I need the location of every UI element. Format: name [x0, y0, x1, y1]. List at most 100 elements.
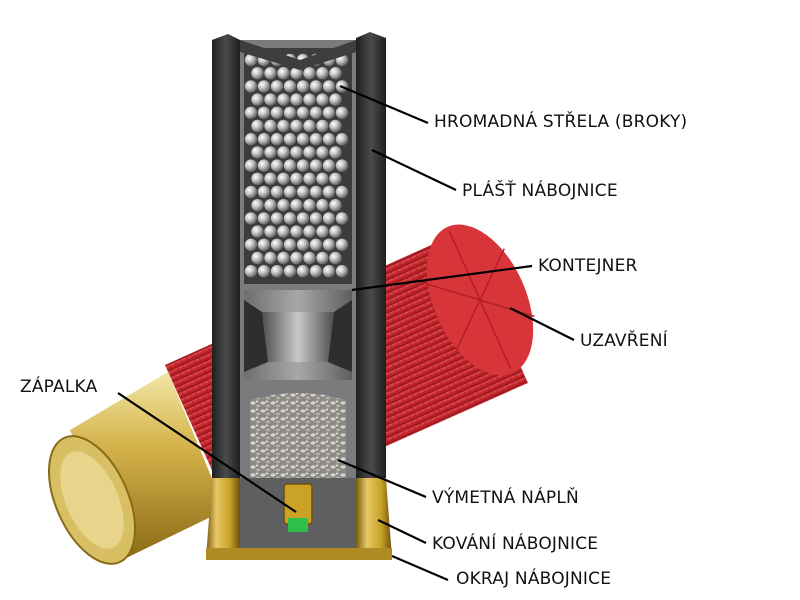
shot-pellet: [309, 238, 323, 251]
powder-charge: [250, 393, 346, 478]
leader-primer: [117, 392, 297, 513]
top-crimp: [240, 40, 356, 70]
shot-pellet: [329, 146, 342, 159]
shot-pellet: [303, 93, 316, 106]
brass-base: [60, 451, 124, 549]
label-crimp: UZAVŘENÍ: [580, 331, 668, 351]
shot-pellet: [303, 119, 316, 133]
label-head: KOVÁNÍ NÁBOJNICE: [432, 534, 599, 554]
shot-pellet: [303, 251, 316, 265]
shot-pellet: [335, 106, 349, 120]
shot-pellet: [296, 133, 310, 146]
shot-pellet: [309, 133, 323, 146]
shot-pellet: [264, 119, 277, 133]
shot-pellet: [296, 238, 310, 251]
shot-pellet: [257, 185, 271, 199]
shot-pellet: [270, 185, 284, 199]
shot-pellet: [290, 251, 303, 265]
shot-pellet: [283, 265, 297, 278]
shot-pellet: [283, 133, 297, 146]
wad-petal: [244, 300, 268, 372]
shot-pellet: [290, 172, 303, 185]
shot-pellet: [316, 251, 329, 265]
shot-pellet: [270, 106, 284, 120]
shot-pellet: [283, 159, 297, 172]
shot-pellet: [329, 225, 342, 238]
shot-pellet: [283, 185, 297, 199]
leader-head: [377, 519, 427, 544]
shot-pellet: [251, 93, 264, 106]
shot-pellet: [309, 212, 323, 225]
shot-pellet: [257, 159, 271, 172]
shot-pellet: [251, 251, 264, 265]
leader-shot: [339, 84, 429, 125]
shot-pellet: [329, 172, 342, 185]
shot-pellet: [290, 67, 303, 80]
shot-pellet: [303, 199, 316, 212]
shot-pellet: [270, 238, 284, 251]
shot-pellet: [290, 119, 303, 133]
shot-pellet: [309, 159, 323, 172]
shot-pellet: [251, 172, 264, 185]
shot-pellet: [264, 251, 277, 265]
head-left: [206, 478, 240, 558]
shot-pellet: [270, 133, 284, 146]
shot-pellet: [244, 80, 258, 93]
shot-pellet: [277, 251, 290, 265]
shot-pellet: [264, 225, 277, 238]
wad-petal: [328, 300, 352, 372]
shot-pellet: [290, 199, 303, 212]
shot-pellet: [270, 159, 284, 172]
shot-pellet: [270, 265, 284, 278]
shot-pellet: [329, 199, 342, 212]
shot-pellet: [244, 106, 258, 120]
shot-pellet: [322, 212, 336, 225]
hull-wall: [212, 34, 240, 500]
shot-pellet: [277, 93, 290, 106]
leader-wad: [351, 264, 533, 292]
shot-pellet: [322, 265, 336, 278]
shot-pellet: [296, 80, 310, 93]
label-rim: OKRAJ NÁBOJNICE: [456, 569, 612, 589]
shot-pellet: [316, 119, 329, 133]
shot-pellet: [257, 265, 271, 278]
shot-pellet: [264, 172, 277, 185]
primer-compound: [288, 518, 308, 532]
shot-pellet: [244, 212, 258, 225]
shot-pellet: [244, 133, 258, 146]
shot-pellet: [322, 159, 336, 172]
shot-pellet: [335, 185, 349, 199]
shot-pellet: [264, 199, 277, 212]
shot-pellet: [270, 212, 284, 225]
shot-pellet: [316, 67, 329, 80]
shot-pellet: [283, 212, 297, 225]
shot-pellet: [329, 119, 342, 133]
shot-pellet: [283, 80, 297, 93]
leader-rim: [391, 554, 449, 582]
shot-pellet: [277, 146, 290, 159]
shot-pellet: [316, 225, 329, 238]
shot-pellet: [335, 212, 349, 225]
shot-pellet: [264, 67, 277, 80]
shot-pellet: [244, 185, 258, 199]
shot-pellet: [335, 238, 349, 251]
shot-pellet: [251, 146, 264, 159]
rim-base: [206, 548, 392, 560]
shot-pellet: [277, 225, 290, 238]
shot-pellet: [290, 93, 303, 106]
shot-pellet: [303, 172, 316, 185]
leader-crimp: [509, 307, 575, 341]
shot-pellet: [316, 146, 329, 159]
shot-pellet: [322, 185, 336, 199]
shot-pellet: [257, 212, 271, 225]
shot-pellet: [309, 265, 323, 278]
shot-pellet: [309, 185, 323, 199]
shot-pellet: [335, 133, 349, 146]
label-powder: VÝMETNÁ NÁPLŇ: [432, 488, 579, 508]
label-hull: PLÁŠŤ NÁBOJNICE: [462, 181, 618, 201]
shot-pellet: [257, 106, 271, 120]
label-shot: HROMADNÁ STŘELA (BROKY): [434, 112, 688, 132]
shot-pellet: [244, 53, 258, 67]
